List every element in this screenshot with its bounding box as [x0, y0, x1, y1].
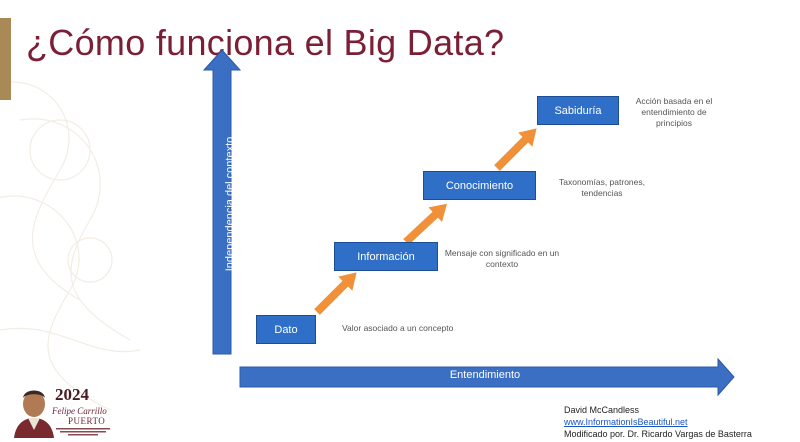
logo-place: PUERTO [68, 416, 106, 426]
step-description-dato: Valor asociado a un concepto [342, 323, 454, 333]
vertical-axis-arrow [202, 49, 242, 355]
horizontal-axis-label: Entendimiento [449, 369, 521, 381]
step-box-sabiduria: Sabiduría [537, 96, 619, 125]
logo-small-text-lines [56, 428, 110, 436]
step-description-informacion: Mensaje con significado en un contexto [444, 248, 560, 269]
step-description-conocimiento: Taxonomías, patrones, tendencias [559, 177, 645, 198]
credit-modified: Modificado por. Dr. Ricardo Vargas de Ba… [564, 429, 752, 439]
step-description-sabiduria: Acción basada en el entendimiento de pri… [635, 96, 713, 128]
credits: David McCandless www.InformationIsBeauti… [564, 404, 752, 440]
step-box-informacion: Información [334, 242, 438, 271]
step-arrow-1 [314, 272, 357, 315]
credit-author: David McCandless [564, 405, 640, 415]
horizontal-axis-arrow [239, 357, 735, 397]
step-arrow-3 [494, 128, 537, 171]
title-accent-bar [0, 18, 11, 100]
logo-year: 2024 [55, 385, 89, 404]
portrait-icon [14, 390, 54, 438]
step-box-dato: Dato [256, 315, 316, 344]
logo-name: Felipe Carrillo [52, 406, 107, 416]
step-box-conocimiento: Conocimiento [423, 171, 536, 200]
credit-link[interactable]: www.InformationIsBeautiful.net [564, 417, 688, 427]
slide-title: ¿Cómo funciona el Big Data? [26, 22, 505, 63]
government-logo: 2024 Felipe Carrillo PUERTO [12, 382, 112, 440]
background-ornament [0, 81, 141, 411]
step-arrow-2 [403, 203, 447, 245]
